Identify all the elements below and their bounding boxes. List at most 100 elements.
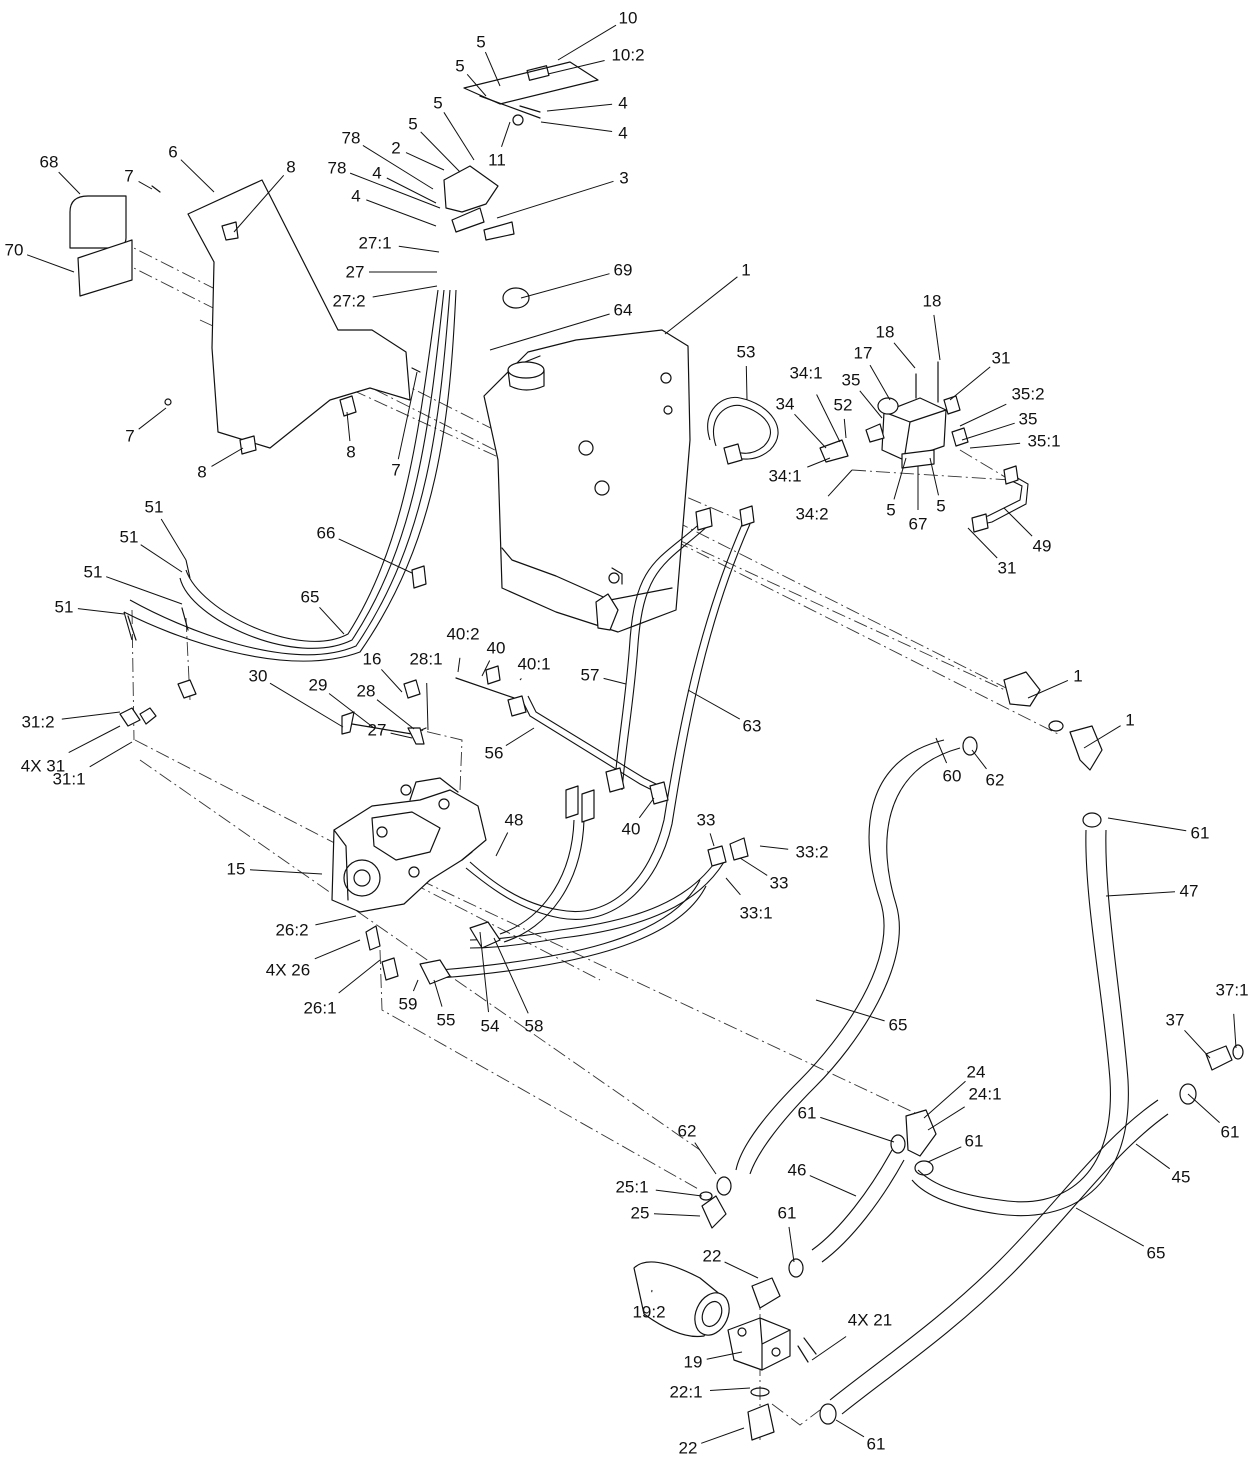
leader-c53 [106, 576, 183, 605]
hose-bundle-upper [123, 289, 457, 662]
callout-c46: 5 [936, 497, 945, 516]
leader-c100 [809, 1175, 857, 1197]
hose-53 [707, 396, 779, 460]
leader-c90 [433, 979, 443, 1007]
callout-c60: 40:1 [517, 655, 550, 674]
leader-c23 [520, 273, 610, 299]
callout-c71: 62 [986, 771, 1005, 790]
leader-c35 [843, 418, 847, 439]
callout-c77: 33 [697, 811, 716, 830]
leader-c27 [933, 314, 941, 361]
callout-c13: 6 [168, 143, 177, 162]
leader-c111 [701, 1427, 745, 1444]
callout-c67: 63 [743, 717, 762, 736]
leader-c7 [540, 121, 613, 132]
leader-c96 [820, 1116, 895, 1143]
callout-c4: 5 [455, 57, 464, 76]
callout-c5: 5 [433, 94, 442, 113]
leader-c108 [811, 1336, 847, 1361]
leader-c112 [835, 1419, 865, 1438]
callout-c26: 64 [614, 301, 633, 320]
leader-c85 [314, 939, 361, 960]
leader-c60 [519, 678, 522, 681]
callout-c17: 4 [372, 164, 381, 183]
callout-c52: 31 [998, 559, 1017, 578]
callout-c84: 26:2 [275, 921, 308, 940]
callout-c2: 5 [476, 33, 485, 52]
callout-c38: 7 [125, 427, 134, 446]
filter-head-19 [727, 1277, 817, 1441]
callout-c66: 1 [1125, 711, 1134, 730]
small-fittings [119, 221, 1019, 985]
fitting-37 [1205, 1044, 1244, 1071]
leader-c93 [1184, 1029, 1211, 1059]
callout-c41: 7 [391, 461, 400, 480]
leader-c41 [397, 371, 418, 460]
hose-45 [829, 1099, 1169, 1415]
leader-c58 [381, 669, 403, 693]
leader-c16 [349, 172, 441, 209]
leader-c87 [479, 931, 489, 1013]
leader-c89 [338, 959, 381, 994]
leader-c62 [1027, 679, 1069, 699]
leader-c76 [1107, 817, 1187, 832]
callout-c63: 57 [581, 666, 600, 685]
leader-c70 [390, 732, 413, 739]
callout-c59: 28:1 [409, 650, 442, 669]
callout-c69: 56 [485, 744, 504, 763]
fitting-1-lower [1048, 720, 1103, 771]
leader-c91 [815, 999, 885, 1022]
hose-46 [811, 1149, 905, 1263]
shield-panel-6 [151, 179, 421, 449]
tube-56 [521, 695, 661, 793]
callout-c75: 40 [622, 820, 641, 839]
leader-c42 [807, 457, 831, 468]
callout-c62: 1 [1073, 667, 1082, 686]
callout-c31: 31 [992, 349, 1011, 368]
callout-c103: 25 [631, 1204, 650, 1223]
leader-c21 [26, 254, 75, 273]
leader-c49 [338, 538, 413, 574]
callout-c54: 65 [301, 588, 320, 607]
latch-bracket-2 [443, 165, 515, 241]
leader-c103 [653, 1213, 701, 1217]
callout-c64: 29 [309, 676, 328, 695]
callout-c83: 33:1 [739, 904, 772, 923]
callout-c55: 51 [55, 598, 74, 617]
hydraulic-pump-15 [331, 777, 487, 913]
leader-c78 [495, 832, 509, 857]
hose-63 [465, 519, 751, 920]
callout-c58: 16 [363, 650, 382, 669]
leader-c10 [405, 152, 445, 171]
callout-c68: 31:2 [21, 713, 54, 732]
callout-c110: 22:1 [669, 1383, 702, 1402]
callout-c45: 67 [909, 515, 928, 534]
callout-c19: 4 [351, 187, 360, 206]
callout-c37: 35 [1019, 410, 1038, 429]
leader-c101 [1135, 1143, 1170, 1170]
leader-c102 [655, 1189, 703, 1197]
callout-c97: 62 [678, 1122, 697, 1141]
callout-c10: 2 [391, 139, 400, 158]
callout-c109: 19 [684, 1353, 703, 1372]
callout-c23: 69 [614, 261, 633, 280]
leader-c46 [929, 457, 939, 496]
callout-c85: 4X 26 [266, 961, 310, 980]
callout-c29: 53 [737, 343, 756, 362]
leader-c51 [140, 544, 183, 573]
callout-c49: 66 [317, 524, 336, 543]
hose-57 [613, 519, 711, 791]
callout-c91: 65 [889, 1016, 908, 1035]
leader-c81 [1105, 891, 1176, 897]
callout-c92: 37:1 [1215, 981, 1248, 1000]
callout-c96: 61 [798, 1104, 817, 1123]
callout-c61: 30 [249, 667, 268, 686]
valve-block-17 [877, 361, 947, 469]
leader-c55 [77, 608, 125, 615]
callout-c65: 28 [357, 682, 376, 701]
fitting-25 [699, 1191, 727, 1229]
callout-c27: 18 [923, 292, 942, 311]
leader-c94 [923, 1080, 966, 1119]
leader-c31 [949, 366, 991, 401]
